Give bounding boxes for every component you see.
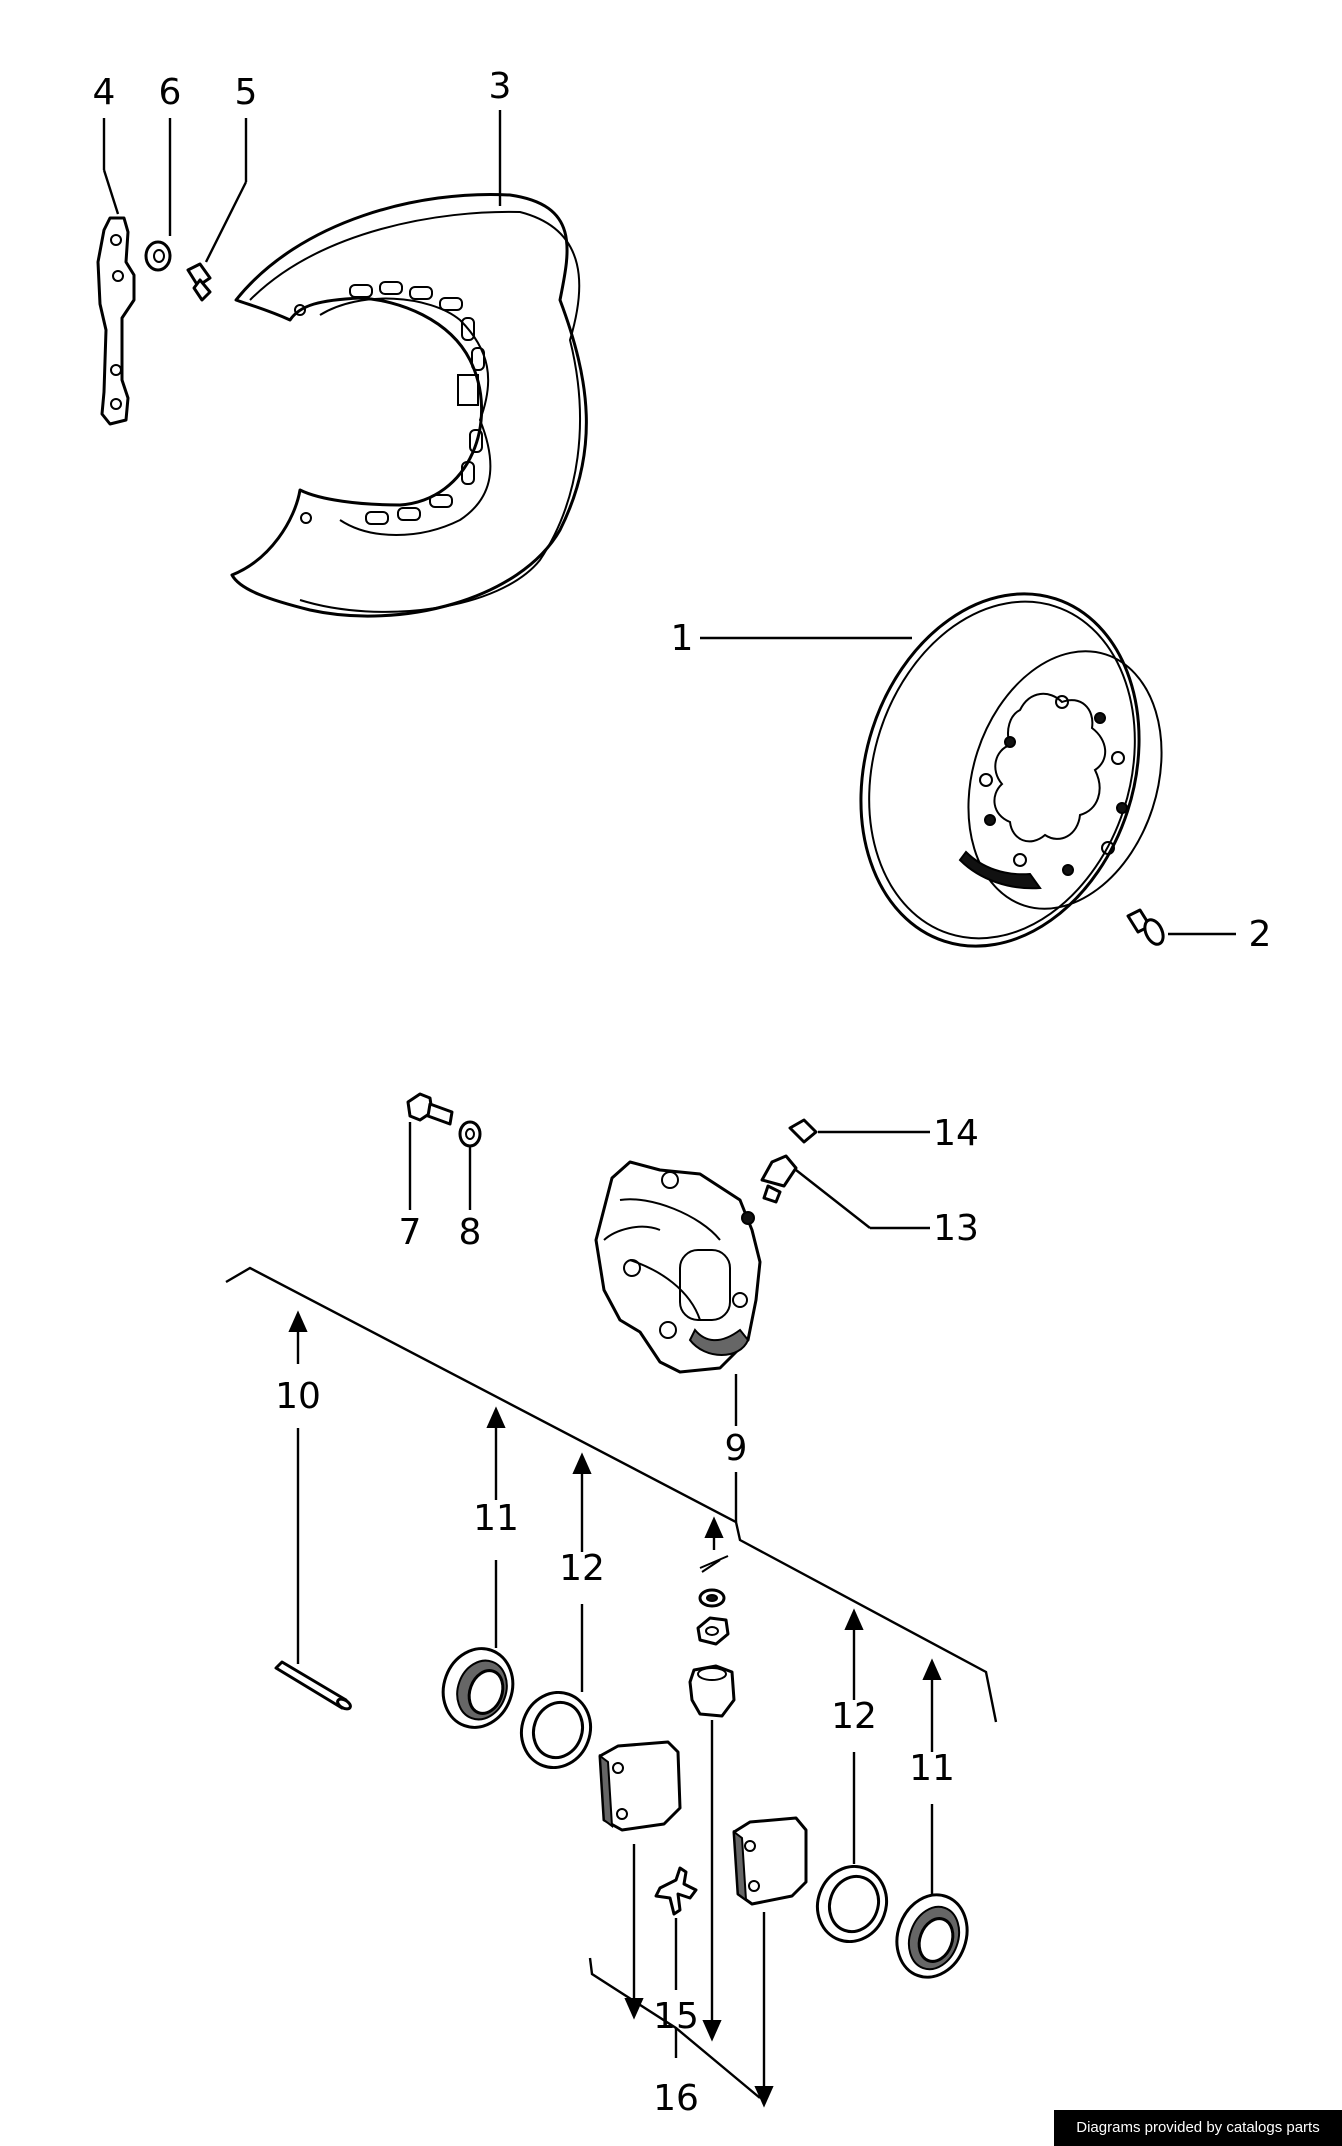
callout-2: 2	[1249, 914, 1272, 955]
callout-11-left: 11	[473, 1498, 519, 1539]
bolt-part	[186, 262, 212, 302]
bleeder-valve-part	[760, 1154, 798, 1204]
callout-9: 9	[725, 1428, 748, 1469]
small-nut-part	[698, 1588, 726, 1608]
retaining-clip-part	[699, 1555, 729, 1573]
callout-3: 3	[489, 66, 512, 107]
piston-seal-left-part	[441, 1647, 515, 1729]
callout-7: 7	[399, 1212, 422, 1253]
bracket-16	[588, 1957, 761, 2099]
caliper-bolt-part	[406, 1092, 454, 1126]
callout-13: 13	[933, 1208, 979, 1249]
mounting-bracket-part	[96, 216, 136, 426]
washer-part	[144, 240, 172, 272]
piston-ring-left-part	[520, 1690, 592, 1770]
piston-seal-right-part	[895, 1893, 969, 1979]
piston-ring-right-part	[816, 1864, 888, 1944]
callout-16: 16	[653, 2078, 699, 2119]
callout-12-right: 12	[831, 1696, 877, 1737]
credit-banner: Diagrams provided by catalogs parts	[1054, 2110, 1342, 2146]
callout-14: 14	[933, 1113, 979, 1154]
callout-6: 6	[159, 72, 182, 113]
callout-10: 10	[275, 1376, 321, 1417]
brake-pad-left-part	[598, 1740, 682, 1832]
callout-1: 1	[671, 618, 694, 659]
lock-washer-part	[458, 1120, 482, 1148]
callout-15: 15	[653, 1996, 699, 2037]
callout-12-left: 12	[559, 1548, 605, 1589]
splash-shield-part	[230, 192, 588, 618]
brake-caliper-part	[594, 1160, 762, 1374]
anti-rattle-spring-part	[654, 1866, 698, 1916]
guide-sleeve-part	[688, 1664, 736, 1718]
guide-pin-part	[274, 1660, 352, 1711]
brake-pad-right-part	[732, 1816, 808, 1906]
callout-4: 4	[93, 72, 116, 113]
hex-nut-part	[696, 1616, 730, 1646]
callout-11-right: 11	[909, 1748, 955, 1789]
bleeder-cap-part	[788, 1118, 818, 1144]
callout-5: 5	[235, 72, 258, 113]
brake-disc-part	[859, 592, 1163, 948]
callout-8: 8	[459, 1212, 482, 1253]
assembly-bracket-line	[225, 1266, 998, 1723]
disc-screw-part	[1126, 908, 1165, 946]
leader-13	[795, 1169, 871, 1229]
